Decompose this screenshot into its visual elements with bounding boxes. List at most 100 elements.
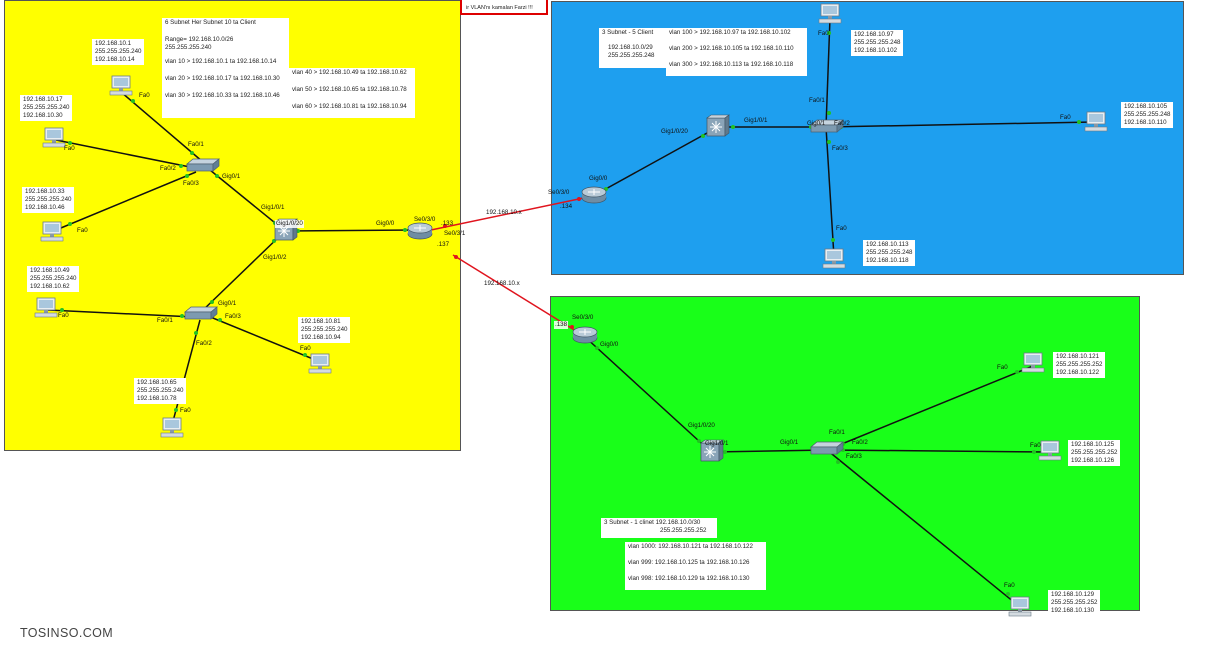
port-label: Fa0 [997,364,1008,371]
pc-vlan100-icon [818,3,842,24]
port-label: Fa0/2 [160,165,176,172]
blue-vlan-line: vlan 200 > 192.168.10.105 ta 192.168.10.… [669,45,794,52]
port-label: Gig0/1 [807,120,826,127]
yellow-vlan-line: vlan 50 > 192.168.10.65 ta 192.168.10.78 [292,86,407,93]
pc-vlan1000-icon [1021,352,1045,373]
pc-gateway: 192.168.10.14 [95,56,135,63]
port-label: Fa0 [1060,114,1071,121]
pc-ip: 192.168.10.113 [866,241,909,248]
port-label: Fa0 [1030,442,1041,449]
pc-vlan30-icon [40,221,64,242]
pc-vlan20-icon [42,127,66,148]
port-label: Gig1/0/1 [261,204,285,211]
pc-mask: 255.255.255.248 [1124,111,1171,118]
router-core-icon [407,222,433,240]
pc-gateway: 192.168.10.30 [23,112,63,119]
yellow-vlan-line: vlan 30 > 192.168.10.33 ta 192.168.10.46 [165,92,280,99]
switch-yellow-top-icon [186,158,220,172]
pc-vlan40-icon [34,297,58,318]
port-label: Fa0 [180,407,191,414]
port-label: Fa0 [300,345,311,352]
pc-gateway: 192.168.10.110 [1124,119,1167,126]
pc-ip: 192.168.10.105 [1124,103,1168,110]
pc-gateway: 192.168.10.62 [30,283,70,290]
pc-ip: 192.168.10.81 [301,318,341,325]
port-label: Gig0/1 [780,439,799,446]
pc-mask: 255.255.255.240 [137,387,184,394]
pc-vlan200-icon [1084,111,1108,132]
port-label: Fa0 [58,312,69,319]
port-label: Gig0/0 [600,341,619,348]
port-label: Fa0/2 [834,120,850,127]
multilayer-switch-blue-icon [706,114,730,137]
pc-vlan998-icon [1008,596,1032,617]
pc-gateway: 192.168.10.126 [1071,457,1115,464]
pc-mask: 255.255.255.252 [1051,599,1098,606]
port-label: Fa0 [818,30,829,37]
ip-label: .138 [554,321,569,329]
pc-ip: 192.168.10.97 [854,31,894,38]
green-vlan-line: vlan 999: 192.168.10.125 ta 192.168.10.1… [628,559,750,566]
port-label: Fa0 [64,145,75,152]
port-label: Fa0 [77,227,88,234]
router-blue-icon [581,186,607,204]
port-label: Fa0/1 [809,97,825,104]
pc-mask: 255.255.255.240 [301,326,348,333]
pc-ip: 192.168.10.65 [137,379,177,386]
port-label: Gig1/0/20 [275,220,304,228]
port-label: Gig0/1 [222,173,241,180]
green-info-mask: 255.255.255.252 [660,527,707,534]
wan-label: 192.168.10.x [484,280,520,287]
pc-mask: 255.255.255.240 [95,48,142,55]
pc-ip: 192.168.10.1 [95,40,132,47]
blue-vlan-note: vlan 100 > 192.168.10.97 ta 192.168.10.1… [666,28,807,76]
top-warning-note: ir VLAN'nı kamalan Farzi !!! [460,0,548,15]
blue-info-note: 3 Subnet - 5 Client 192.168.10.0/29 255.… [599,28,667,68]
port-label: Se0/3/1 [444,230,466,237]
pc-gateway: 192.168.10.94 [301,334,341,341]
ip-label: .134 [560,203,573,210]
port-label: Fa0/2 [852,439,868,446]
pc-mask: 255.255.255.252 [1056,361,1103,368]
port-label: Gig1/0/20 [688,422,715,429]
port-label: Fa0/1 [157,317,173,324]
port-label: Gig1/0/20 [661,128,688,135]
pc-gateway: 192.168.10.46 [25,204,65,211]
pc-gateway: 192.168.10.130 [1051,607,1095,614]
port-label: Gig0/1 [218,300,237,307]
pc-vlan300-icon [822,248,846,269]
port-label: Se0/3/0 [414,216,436,223]
switch-yellow-bottom-icon [184,306,218,320]
pc-mask: 255.255.255.248 [866,249,913,256]
port-label: Fa0/2 [196,340,212,347]
pc-vlan50-icon [160,417,184,438]
watermark: TOSINSO.COM [20,626,114,640]
port-label: Gig1/0/2 [263,254,287,261]
blue-vlan-line: vlan 100 > 192.168.10.97 ta 192.168.10.1… [669,29,791,36]
pc-vlan999-icon [1038,440,1062,461]
pc-gateway: 192.168.10.118 [866,257,909,264]
port-label: Fa0/3 [846,453,862,460]
ip-label: .137 [437,241,450,248]
pc-gateway: 192.168.10.78 [137,395,177,402]
router-green-icon [572,326,598,344]
pc-ip: 192.168.10.33 [25,188,65,195]
port-label: Gig1/0/1 [744,117,768,124]
green-vlan-note: vlan 1000: 192.168.10.121 ta 192.168.10.… [625,542,766,590]
green-info-net: 192.168.10.0/30 [655,519,701,526]
pc-mask: 255.255.255.248 [854,39,901,46]
switch-green-icon [810,441,844,455]
pc-mask: 255.255.255.240 [25,196,72,203]
pc-gateway: 192.168.10.122 [1056,369,1100,376]
port-label: Se0/3/0 [548,189,570,196]
yellow-vlan-line: vlan 20 > 192.168.10.17 ta 192.168.10.30 [165,75,280,82]
